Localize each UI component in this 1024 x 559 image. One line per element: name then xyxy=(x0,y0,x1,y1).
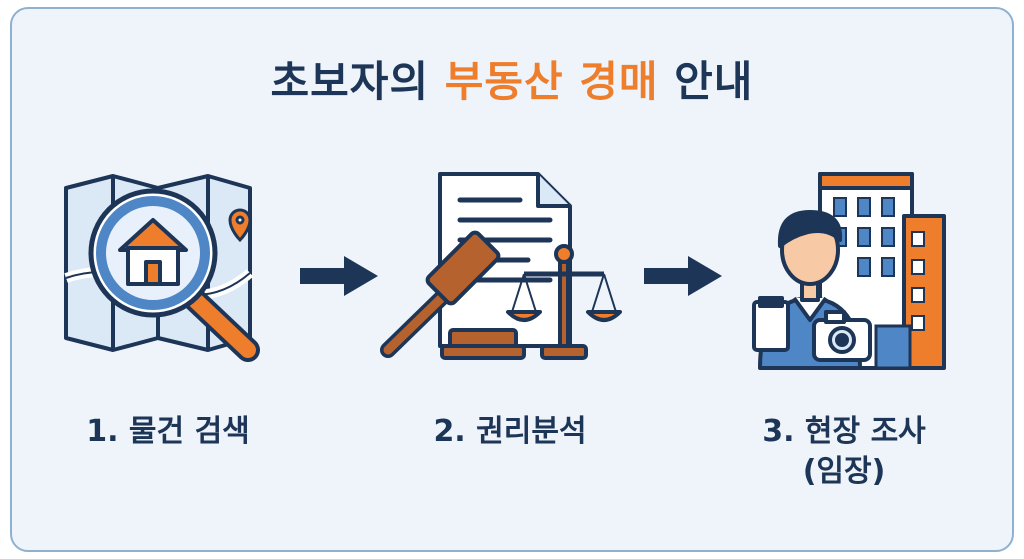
title-highlight: 부동산 경매 xyxy=(444,57,659,106)
map-magnifier-house-icon xyxy=(64,174,260,362)
step-1-label: 1. 물건 검색 xyxy=(86,414,250,449)
document-gavel-scales-icon xyxy=(380,172,622,360)
inspector-building-camera-icon xyxy=(752,172,946,370)
arrow-right-icon-1 xyxy=(300,256,378,296)
step-3-label: 3. 현장 조사 (임장) xyxy=(724,412,964,492)
page-title: 초보자의 부동산 경매 안내 xyxy=(0,48,1024,109)
step-3-label-line1: 3. 현장 조사 xyxy=(762,414,926,449)
title-prefix: 초보자의 xyxy=(270,57,445,106)
step-2-label: 2. 권리분석 xyxy=(433,414,587,449)
arrow-right-icon-2 xyxy=(644,256,722,296)
title-suffix: 안내 xyxy=(658,57,754,106)
step-3-label-line2: (임장) xyxy=(802,454,886,489)
